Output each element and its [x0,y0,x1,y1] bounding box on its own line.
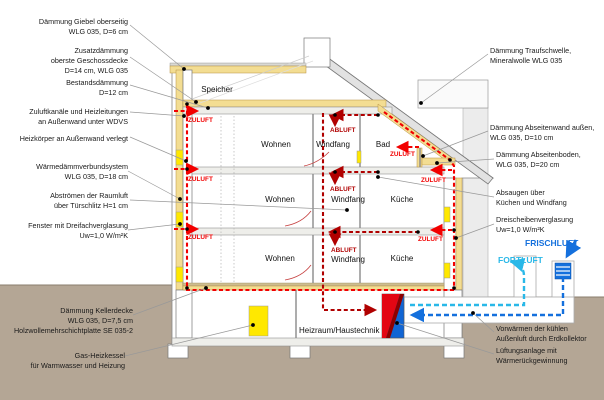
gas-boiler [248,305,269,337]
annotation-line: Küchen und Windfang [496,198,567,207]
annotation-line: Lüftungsanlage mit [496,346,557,355]
annotation-line: Dämmung Traufschwelle, [490,46,571,55]
attic-floor-insulation [182,99,387,108]
annotation-line: D=12 cm [99,88,128,97]
flow-labels: ZULUFT ZULUFT ZULUFT ZULUFT ZULUFT ZULUF… [188,117,579,265]
annotation-line: Mineralwolle WLG 035 [490,56,562,65]
annotation-line: Dämmung Kellerdecke [60,306,133,315]
frischluft-label: FRISCHLUFT [525,238,579,248]
frischluft-duct [409,277,565,323]
annotation-line: Heizkörper an Außenwand verlegt [20,134,128,143]
frischluft-entry-arrow [565,239,582,259]
annotation-line: D=14 cm, WLG 035 [65,66,128,75]
duct-junction-dots [185,102,456,290]
abluft-label: ABLUFT [330,127,356,134]
annotation-line: Zuluftkanäle und Heizleitungen [29,107,128,116]
annotation-line: Dreischeibenverglasung [496,215,573,224]
window [443,262,451,279]
fortluft-duct [410,257,526,307]
annotation-line: Fenster mit Dreifachverglasung [28,221,128,230]
abluft-label: ABLUFT [330,186,356,193]
left-basement-wall [175,289,193,339]
air-intake-box [554,262,572,280]
annotation-line: Gas-Heizkessel [75,351,126,360]
annotation-line: Abströmen der Raumluft [50,191,128,200]
left-wall-insulation [175,69,184,291]
annotation-line: Bestandsdämmung [66,78,128,87]
window [175,266,184,283]
annotation-line: oberste Geschossdecke [51,56,128,65]
window [443,206,451,223]
room-label-bad: Bad [376,140,390,149]
window [175,149,184,166]
annotation-line: Absaugen über [496,188,545,197]
room-labels: Speicher Wohnen Windfang Bad Wohnen Wind… [201,85,414,335]
heat-recovery-unit [381,293,405,339]
annotation-line: für Warmwasser und Heizung [31,361,125,370]
annotation-line: Wärmerückgewinnung [496,356,568,365]
abluft-ducts [321,108,419,317]
annotation-line: Wärmedämmverbundsystem [36,162,128,171]
annotation-line: WLG 035, D=18 cm [65,172,128,181]
annotation-line: Uw=1,0 W/m²K [79,231,128,240]
door-swing-arc [303,151,330,167]
annotation-line: WLG 035, D=6 cm [69,27,128,36]
annotation-line: Dämmung Abseitenboden, [496,150,581,159]
room-label-kueche: Küche [391,254,414,263]
abluft-label: ABLUFT [331,247,357,254]
room-label-windfang: Windfang [316,140,350,149]
chimney [303,37,331,68]
right-annotations: Dämmung Traufschwelle, Mineralwolle WLG … [490,46,594,365]
zuluft-label: ZULUFT [390,151,415,158]
floor-slab [191,227,445,236]
annotation-line: Außenluft durch Erdkollektor [496,334,587,343]
room-label-wohnen: Wohnen [265,254,295,263]
right-wall-insulation [455,177,463,291]
annotation-line: Zusatzdämmung [74,46,128,55]
room-label-speicher: Speicher [201,85,233,94]
window [175,211,184,228]
leader-lines [124,24,495,357]
floor-slab [191,166,445,175]
room-label-windfang: Windfang [331,195,365,204]
interior-partitions [191,55,421,338]
window [356,150,362,164]
zuluft-ducts [174,104,456,292]
building-shell [167,37,495,359]
zuluft-label: ZULUFT [188,117,213,124]
annotation-line: Vorwärmen der kühlen [496,324,568,333]
annotation-line: Uw=1,0 W/m²K [496,225,545,234]
room-label-wohnen: Wohnen [265,195,295,204]
fortluft-label: FORTLUFT [498,255,544,265]
outside-air-ducts [409,239,582,323]
attic-floor-slab [182,106,393,115]
annotation-line: Dämmung Giebel oberseitig [39,17,128,26]
annotation-line: Dämmung Abseitenwand außen, [490,123,594,132]
zuluft-label: ZULUFT [188,234,213,241]
left-annotations: Dämmung Giebel oberseitig WLG 035, D=6 c… [14,17,133,370]
basement-floor-slab [171,337,465,347]
annotation-line: an Außenwand unter WDVS [38,117,128,126]
door-swing-arc [284,264,312,281]
room-label-wohnen: Wohnen [261,140,291,149]
annotation-line: WLG 035, D=20 cm [496,160,559,169]
annotation-line: über Türschlitz H=1 cm [54,201,128,210]
windows-and-equipment [175,149,451,337]
gable-top-insulation [169,65,307,74]
annotation-line: WLG 035, D=10 cm [490,133,553,142]
annotation-line: Holzwollemehrschichtplatte SE 035-2 [14,326,133,335]
door-swing-arc [284,210,312,227]
room-label-kueche: Küche [391,195,414,204]
room-label-heizraum: Heizraum/Haustechnik [299,326,380,335]
zuluft-label: ZULUFT [421,177,446,184]
ground-floor-slab [182,282,445,287]
zuluft-label: ZULUFT [418,236,443,243]
room-label-windfang: Windfang [331,255,365,264]
zuluft-label: ZULUFT [188,176,213,183]
annotation-line: WLG 035, D=7,5 cm [68,316,133,325]
